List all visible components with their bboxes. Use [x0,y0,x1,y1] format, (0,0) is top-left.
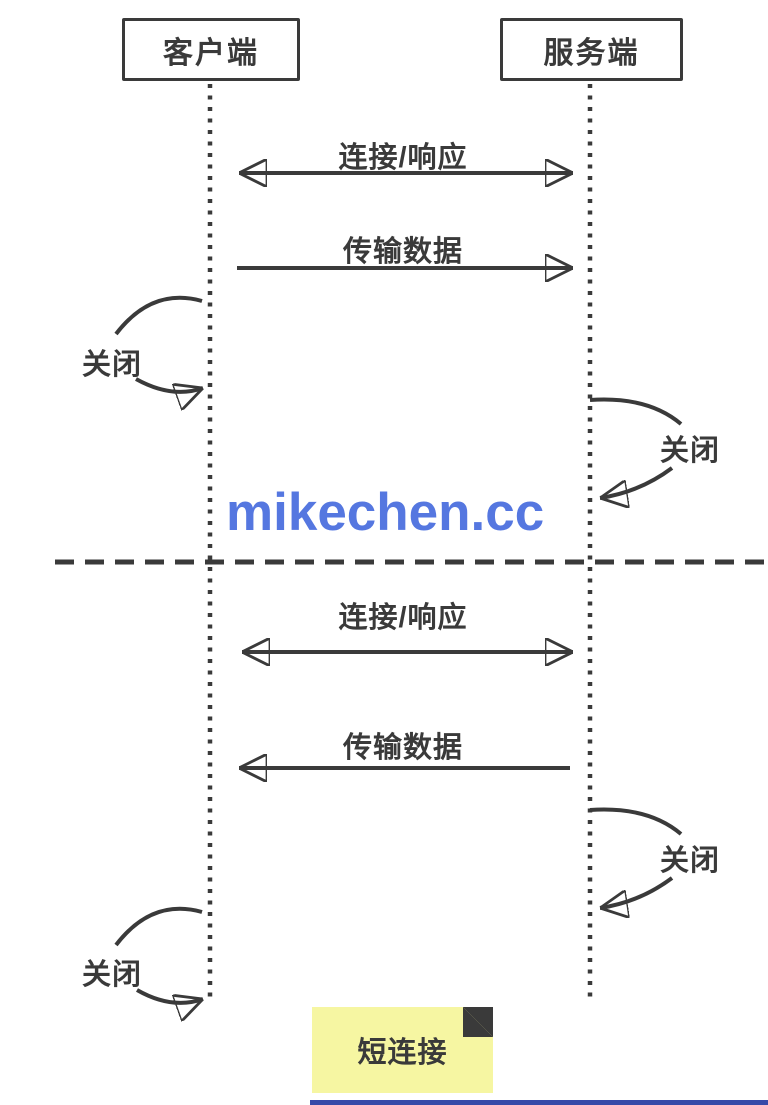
s2-connect-response-label: 连接/响应 [338,602,468,634]
s1-server-close-label: 关闭 [660,435,721,467]
s2-client-close-curve-in-arrow [136,988,203,1003]
note-label: 短连接 [357,1037,448,1069]
s1-connect-response-label: 连接/响应 [338,142,468,174]
s2-client-close-curve-out [114,906,203,947]
s1-client-close-curve-in-arrow [135,377,203,392]
bottom-edge-strip [310,1100,768,1105]
actor-client-label: 客户端 [163,36,259,70]
s2-client-close-label: 关闭 [82,959,143,991]
s2-server-close-curve-out [589,807,683,836]
s1-server-close-curve-out [589,397,683,426]
note-short-connection: 短连接 [312,1007,493,1093]
s2-server-close-curve-in-arrow [600,876,674,908]
s1-client-close-curve-out [114,295,203,336]
actor-server-label: 服务端 [543,36,640,70]
actor-box-client: 客户端 [122,18,300,81]
s1-transfer-data-label: 传输数据 [342,236,463,268]
note-folded-corner-icon [463,1007,493,1037]
s1-client-close-label: 关闭 [82,349,143,381]
actor-box-server: 服务端 [500,18,683,81]
s2-server-close-label: 关闭 [660,845,721,877]
watermark-text: mikechen.cc [226,483,545,542]
s2-transfer-data-label: 传输数据 [342,732,463,764]
s1-server-close-curve-in-arrow [600,466,674,498]
